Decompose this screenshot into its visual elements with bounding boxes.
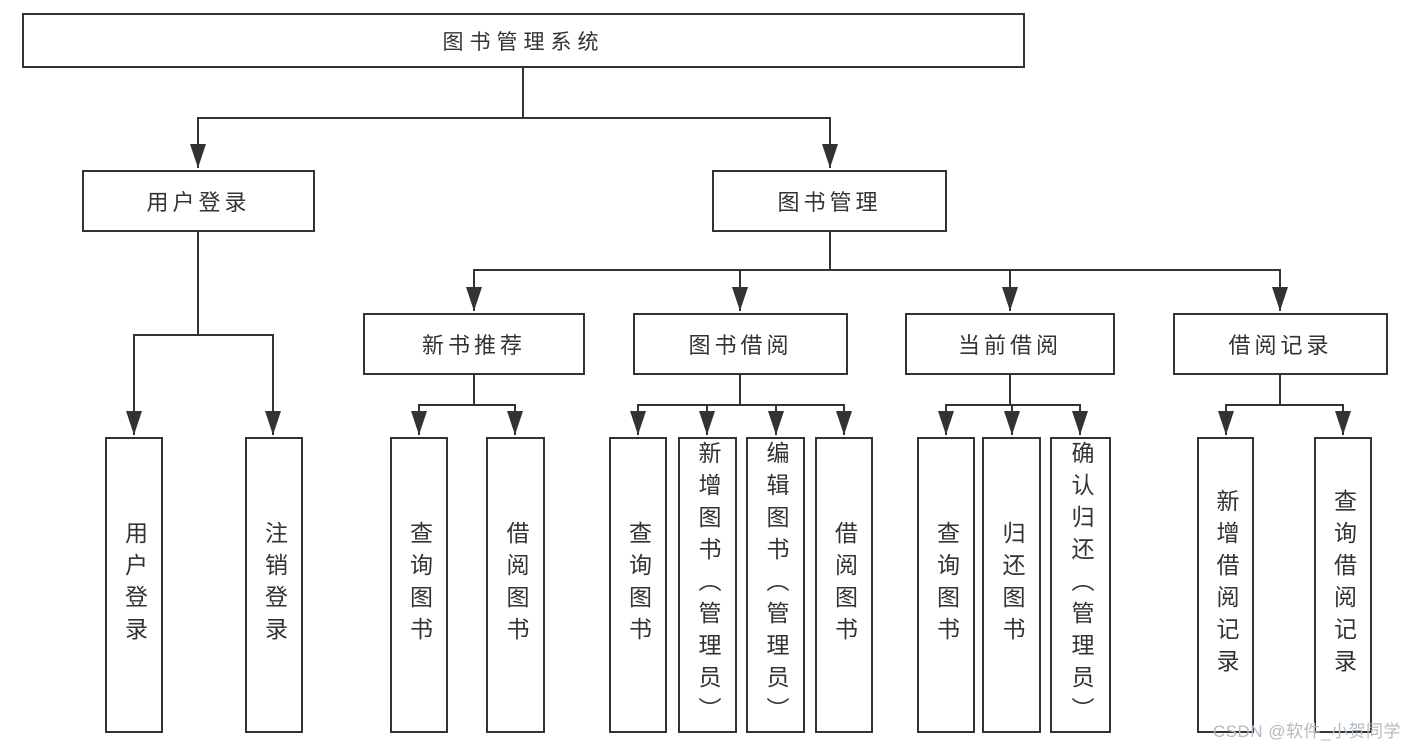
leaf-newbook-borrow-books: 借阅图书 <box>486 437 545 733</box>
connector-book-mgmt-to-level2 <box>466 232 1288 311</box>
leaf-current-confirm-return-admin: 确认归还（管理员） <box>1050 437 1111 733</box>
leaf-records-query-record: 查询借阅记录 <box>1314 437 1372 733</box>
node-root: 图书管理系统 <box>22 13 1025 68</box>
leaf-borrowing-edit-books-admin: 编辑图书（管理员） <box>746 437 805 733</box>
leaf-current-query-books: 查询图书 <box>917 437 975 733</box>
leaf-records-add-record: 新增借阅记录 <box>1197 437 1254 733</box>
node-user-login-branch: 用户登录 <box>82 170 315 232</box>
connector-borrowing-to-leaves <box>630 375 852 435</box>
leaf-user-login: 用户登录 <box>105 437 163 733</box>
csdn-watermark: CSDN @软件_小贺同学 <box>1212 722 1401 741</box>
connector-user-login-to-leaves <box>126 232 281 435</box>
leaf-borrowing-add-books-admin: 新增图书（管理员） <box>678 437 737 733</box>
node-book-management: 图书管理 <box>712 170 947 232</box>
leaf-borrowing-query-books: 查询图书 <box>609 437 667 733</box>
connector-root-to-level1 <box>190 68 838 168</box>
leaf-logout: 注销登录 <box>245 437 303 733</box>
connector-records-to-leaves <box>1218 375 1351 435</box>
node-borrow-records: 借阅记录 <box>1173 313 1388 375</box>
node-new-book-recommend: 新书推荐 <box>363 313 585 375</box>
leaf-current-return-books: 归还图书 <box>982 437 1041 733</box>
connector-new-books-to-leaves <box>411 375 523 435</box>
leaf-newbook-query-books: 查询图书 <box>390 437 448 733</box>
node-book-borrowing: 图书借阅 <box>633 313 848 375</box>
leaf-borrowing-borrow-books: 借阅图书 <box>815 437 873 733</box>
node-current-borrowing: 当前借阅 <box>905 313 1115 375</box>
connector-current-to-leaves <box>938 375 1088 435</box>
